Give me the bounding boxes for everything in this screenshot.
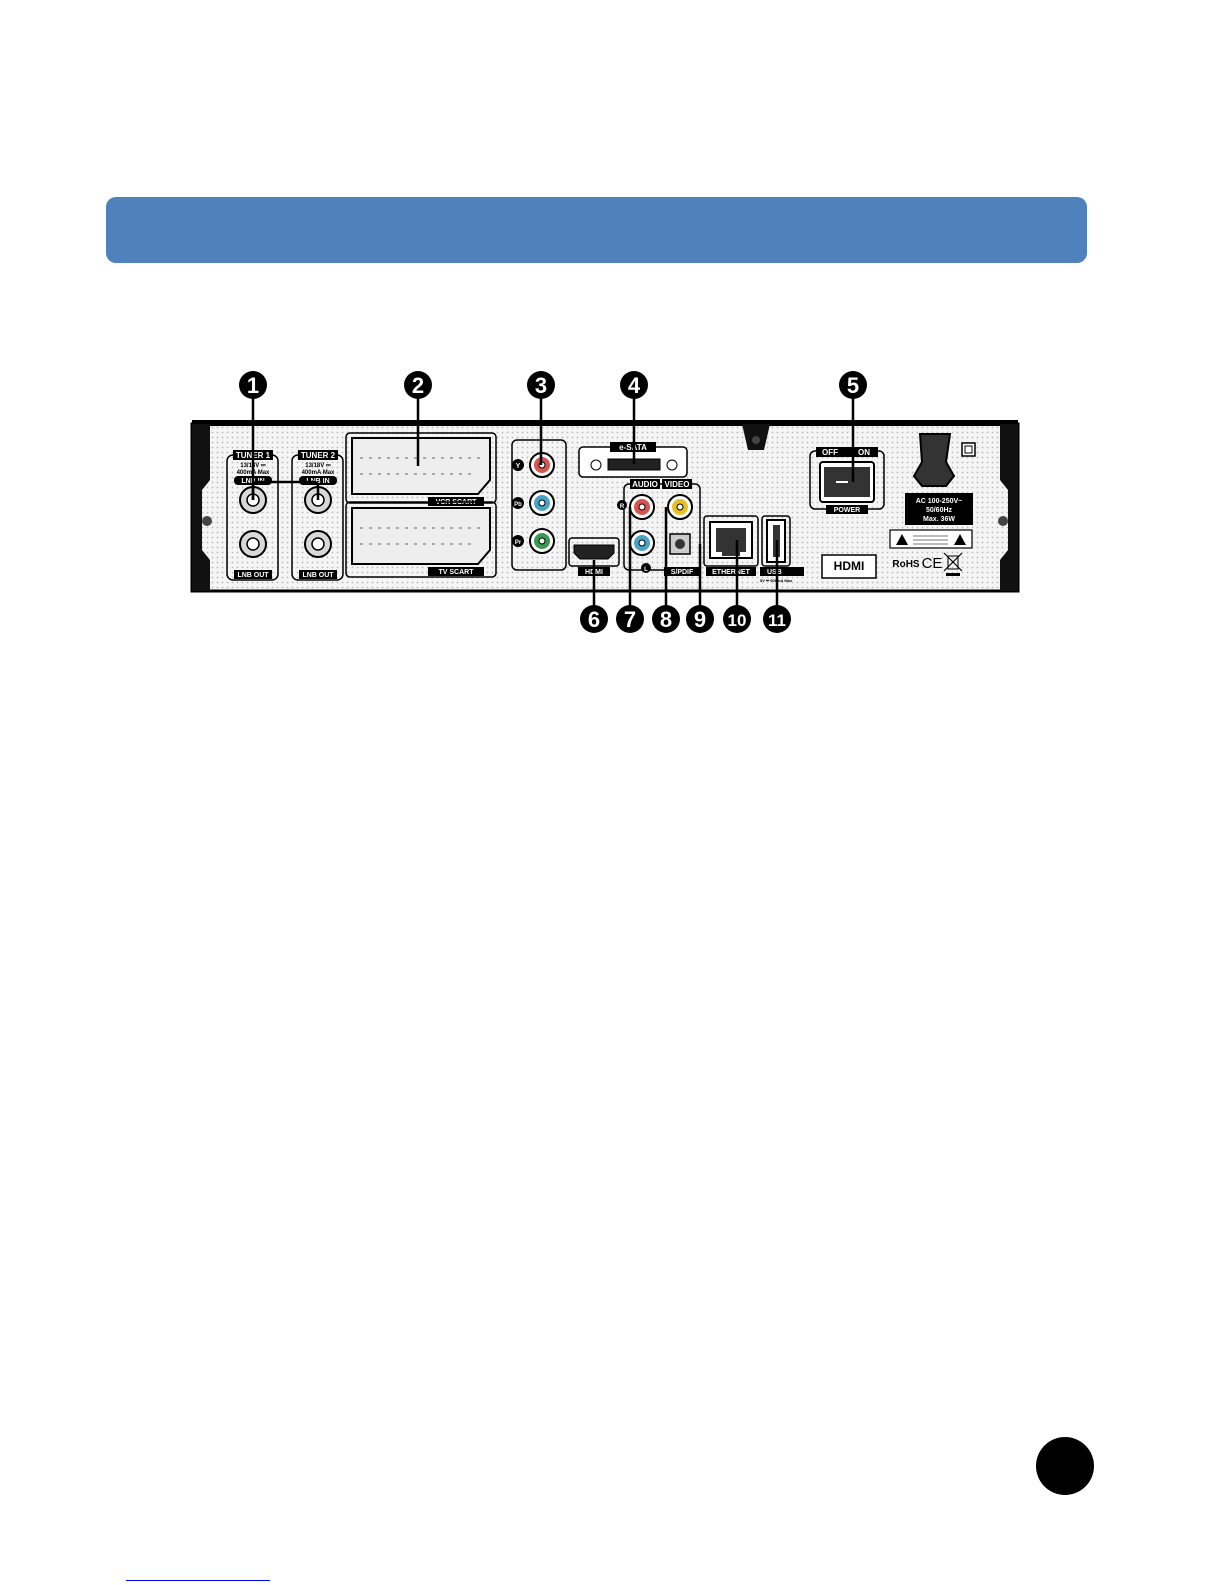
usb-label: USB <box>767 569 782 576</box>
callout-9-number: 9 <box>694 607 706 632</box>
spdif-label: S/PDIF <box>671 569 694 576</box>
ac-spec-1: AC 100-250V~ <box>916 498 963 505</box>
callout-6-number: 6 <box>588 607 600 632</box>
video-label: VIDEO <box>665 480 690 489</box>
power-label: POWER <box>834 507 860 514</box>
component-y-label: Y <box>516 463 521 470</box>
tuner-2-lnb-out-label: LNB OUT <box>302 572 334 579</box>
callout-3-number: 3 <box>535 373 547 398</box>
ac-spec-2: 50/60Hz <box>926 507 953 514</box>
component-pb-label: Pb <box>514 502 522 508</box>
vcr-scart-connector[interactable] <box>352 438 490 494</box>
double-insulation-icon <box>962 443 975 456</box>
callout-8-number: 8 <box>660 607 672 632</box>
tuner-2-spec-2: 400mA Max <box>302 470 335 476</box>
power-off-label: OFF <box>822 448 838 457</box>
ce-mark: CE <box>922 555 943 572</box>
hdmi-logo-text: HDMI <box>834 559 865 573</box>
rohs-logo: RoHS <box>892 559 920 570</box>
callout-7-number: 7 <box>624 607 636 632</box>
ethernet-group: ETHERNET <box>704 516 758 576</box>
callout-2-number: 2 <box>412 373 424 398</box>
callout-10-number: 10 <box>728 611 747 630</box>
ac-spec-3: Max. 36W <box>923 516 955 523</box>
footer-link-underline <box>126 1580 270 1581</box>
callout-5-number: 5 <box>847 373 859 398</box>
power-on-label: ON <box>858 448 870 457</box>
page-number-badge <box>1036 1437 1094 1495</box>
tuner-1-lnb-out-label: LNB OUT <box>237 572 269 579</box>
tv-scart-label: TV SCART <box>439 569 475 576</box>
tuner-2-label: TUNER 2 <box>301 451 336 460</box>
audio-l-label: L <box>644 567 648 573</box>
hdmi-port[interactable] <box>574 545 614 559</box>
callout-1-number: 1 <box>247 373 259 398</box>
tuner-2-spec-1: 13/18V ⎓ <box>305 463 331 469</box>
callout-4-number: 4 <box>628 373 641 398</box>
component-pr-label: Pr <box>515 540 522 546</box>
audio-label: AUDIO <box>632 480 658 489</box>
callout-11-number: 11 <box>768 611 786 630</box>
audio-r-label: R <box>620 504 625 510</box>
ethernet-label: ETHERNET <box>712 569 750 576</box>
tv-scart-connector[interactable] <box>352 508 490 564</box>
